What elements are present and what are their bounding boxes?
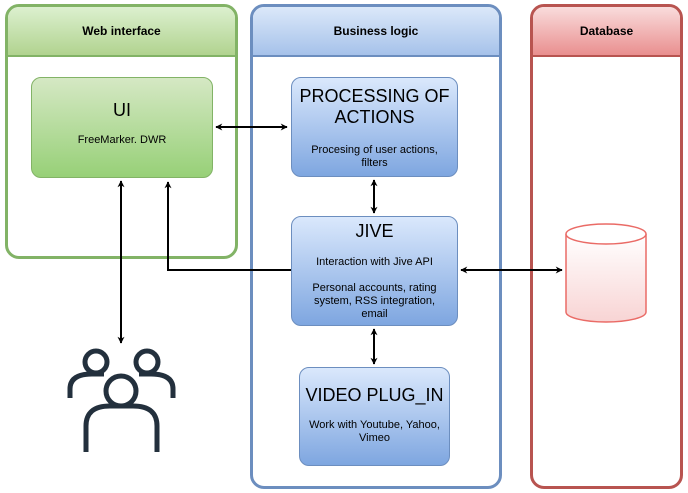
business-logic-lane-title: Business logic [253,7,499,57]
ui-node[interactable]: UI FreeMarker. DWR [31,77,213,178]
database-cylinder-icon [565,223,647,323]
jive-node[interactable]: JIVE Interaction with Jive API Personal … [291,216,458,326]
web-interface-lane-title: Web interface [8,7,235,57]
video-node-title: VIDEO PLUG_IN [305,385,444,405]
users-icon [67,348,176,452]
processing-of-actions-node[interactable]: PROCESSING OF ACTIONS Procesing of user … [291,77,458,177]
ui-node-title: UI [113,100,131,120]
database-lane-title: Database [533,7,680,57]
ui-node-description: FreeMarker. DWR [77,134,167,146]
jive-ui-connector [164,181,291,271]
video-plugin-node[interactable]: VIDEO PLUG_IN Work with Youtube, Yahoo, … [299,367,450,466]
processing-node-title: PROCESSING OF ACTIONS [299,86,450,127]
jive-node-features-description: Personal accounts, rating system, RSS in… [312,282,437,320]
video-node-description: Work with Youtube, Yahoo, Vimeo [309,419,440,444]
jive-node-api-description: Interaction with Jive API [316,256,433,268]
jive-node-title: JIVE [355,221,394,241]
processing-node-description: Procesing of user actions, filters [311,144,438,169]
